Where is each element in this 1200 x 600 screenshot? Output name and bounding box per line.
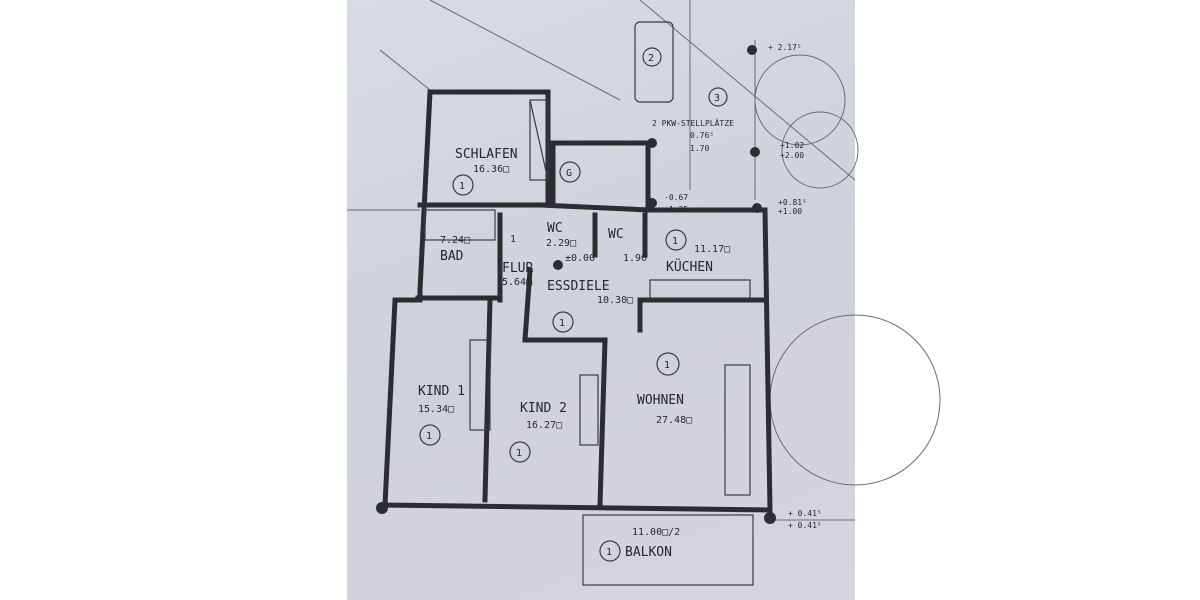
- room-wc-2: WC: [608, 227, 624, 242]
- svg-text:+1.25: +1.25: [664, 205, 688, 214]
- svg-text:11.00□/2: 11.00□/2: [632, 527, 680, 538]
- svg-text:±0.00: ±0.00: [565, 253, 595, 264]
- svg-text:1: 1: [426, 431, 432, 442]
- svg-text:2.29□: 2.29□: [546, 238, 576, 249]
- room-labels: SCHLAFEN 16.36□ 7.24□ BAD WC 2.29□ WC FL…: [418, 147, 730, 560]
- room-essdiele: ESSDIELE: [547, 279, 610, 294]
- svg-text:3: 3: [714, 93, 720, 104]
- svg-text:11.17□: 11.17□: [694, 244, 730, 255]
- site-lines: [347, 0, 941, 521]
- svg-text:16.27□: 16.27□: [526, 420, 562, 431]
- svg-text:1: 1: [459, 181, 465, 192]
- svg-text:1.70: 1.70: [690, 144, 709, 153]
- room-kind-2: KIND 2: [520, 401, 567, 416]
- svg-text:10.30□: 10.30□: [597, 295, 633, 306]
- svg-text:5.64□: 5.64□: [502, 277, 532, 288]
- svg-text:0.76⁵: 0.76⁵: [690, 131, 714, 140]
- room-bad: BAD: [440, 249, 464, 264]
- level-markers: [376, 45, 776, 524]
- room-wohnen: WOHNEN: [637, 393, 684, 408]
- room-flur: FLUR: [502, 261, 533, 276]
- svg-text:1: 1: [510, 234, 516, 245]
- svg-text:+ 2.17⁵: + 2.17⁵: [768, 43, 802, 52]
- svg-text:16.36□: 16.36□: [473, 164, 509, 175]
- svg-text:1: 1: [672, 236, 678, 247]
- svg-text:-0.67: -0.67: [664, 193, 688, 202]
- svg-text:+ 0.41⁵: + 0.41⁵: [788, 521, 822, 530]
- svg-text:15.34□: 15.34□: [418, 404, 454, 415]
- parking-label: 2 PKW-STELLPLÄTZE: [652, 118, 734, 128]
- room-wc: WC: [547, 221, 563, 236]
- svg-text:2: 2: [648, 53, 654, 64]
- svg-text:1: 1: [516, 448, 522, 459]
- room-marker-labels: 1 G 2 3 1 1 1 1 1 1 1: [426, 53, 720, 558]
- svg-text:7.24□: 7.24□: [440, 235, 470, 246]
- svg-text:G: G: [566, 168, 572, 179]
- level-labels: 2 PKW-STELLPLÄTZE 0.76⁵ 1.70 ±0.00 1.90 …: [565, 43, 822, 530]
- room-markers: [419, 47, 728, 562]
- svg-text:+2.00: +2.00: [780, 151, 804, 160]
- room-kind-1: KIND 1: [418, 384, 465, 399]
- svg-text:1.90: 1.90: [623, 253, 647, 264]
- room-kuechen: KÜCHEN: [666, 258, 713, 275]
- svg-text:+1.02: +1.02: [780, 141, 804, 150]
- svg-text:+ 0.41⁵: + 0.41⁵: [788, 509, 822, 518]
- svg-text:1: 1: [559, 318, 565, 329]
- svg-text:+0.81⁵: +0.81⁵: [778, 198, 807, 207]
- car-icon: [634, 21, 674, 103]
- svg-text:27.48□: 27.48□: [656, 415, 692, 426]
- svg-text:1: 1: [664, 360, 670, 371]
- svg-text:1: 1: [606, 547, 612, 558]
- room-schlafen: SCHLAFEN: [455, 147, 518, 162]
- svg-text:+1.00: +1.00: [778, 207, 802, 216]
- room-balkon: BALKON: [625, 545, 672, 560]
